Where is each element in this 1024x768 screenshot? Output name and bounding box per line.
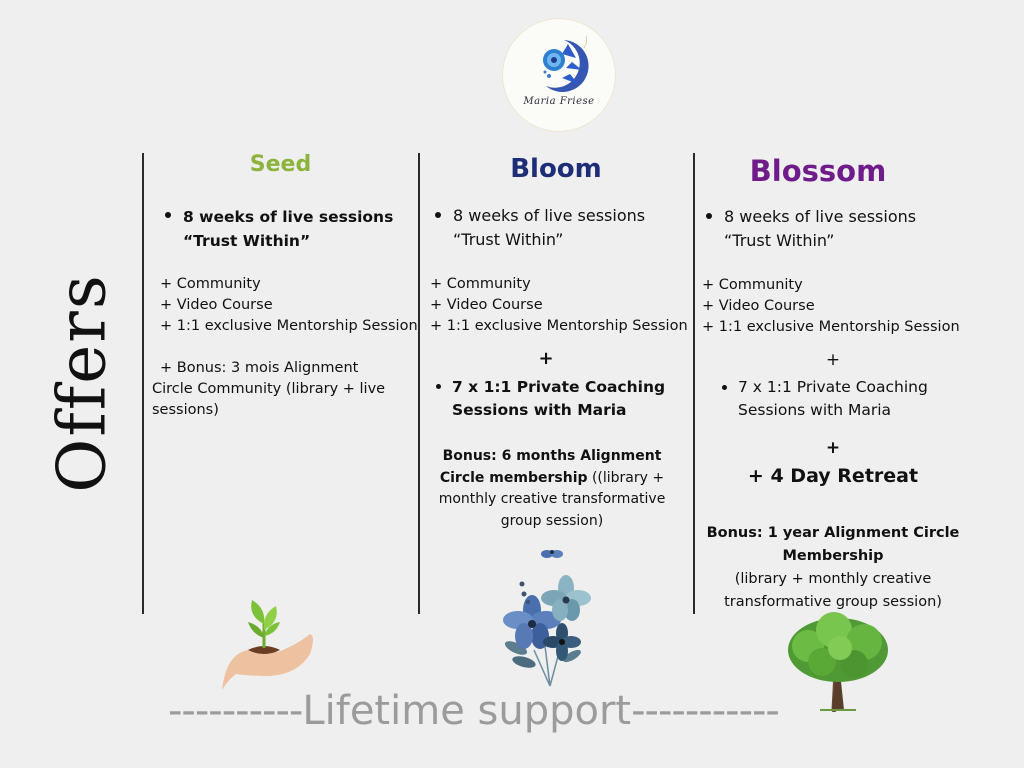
column-divider	[142, 153, 144, 614]
bullet-icon	[435, 212, 441, 218]
blossom-extras: + Community + Video Course + 1:1 exclusi…	[702, 277, 960, 335]
bullet-icon	[165, 212, 171, 218]
bloom-bonus: Bonus: 6 months Alignment Circle members…	[438, 448, 666, 529]
offers-title: Offers	[43, 273, 121, 493]
blossom-bonus: Bonus: 1 year Alignment Circle Membershi…	[706, 525, 960, 610]
seed-extras: + Community + Video Course + 1:1 exclusi…	[160, 276, 418, 334]
blossom-plus: +	[825, 350, 841, 370]
mandala-moon-icon	[543, 35, 589, 92]
blossom-title: Blossom	[749, 154, 887, 188]
seed-bonus: + Bonus: 3 mois Alignment Circle Communi…	[152, 360, 386, 418]
blossom-plus-2: +	[825, 438, 841, 458]
blossom-coaching-item: 7 x 1:1 Private Coaching Sessions with M…	[738, 378, 928, 419]
blossom-retreat: + 4 Day Retreat	[747, 465, 919, 487]
footer-text: Lifetime support	[302, 688, 632, 734]
bloom-plus: +	[538, 348, 554, 369]
bloom-coaching-item: 7 x 1:1 Private Coaching Sessions with M…	[452, 378, 666, 419]
bullet-icon	[706, 213, 712, 219]
bloom-main-item: 8 weeks of live sessions “Trust Within”	[453, 206, 646, 249]
tree-icon	[788, 612, 888, 712]
footer-left-dashes: ----------	[168, 688, 303, 734]
logo-signature: Maria Friese	[523, 96, 595, 107]
blossom-main-item: 8 weeks of live sessions “Trust Within”	[724, 207, 917, 250]
bloom-extras: + Community + Video Course + 1:1 exclusi…	[430, 276, 688, 334]
bloom-title: Bloom	[510, 154, 602, 184]
hand-seedling-icon	[222, 600, 313, 690]
column-divider	[418, 153, 420, 614]
brand-logo: Maria Friese	[502, 18, 616, 132]
lifetime-support-banner: ----------Lifetime support-----------	[168, 688, 928, 734]
bullet-icon	[722, 385, 727, 390]
seed-title: Seed	[249, 152, 312, 177]
blue-flowers-icon	[503, 550, 591, 687]
bullet-icon	[436, 384, 441, 389]
footer-right-dashes: -----------	[631, 688, 780, 734]
column-divider	[693, 153, 695, 614]
seed-main-item: 8 weeks of live sessions “Trust Within”	[183, 208, 394, 250]
